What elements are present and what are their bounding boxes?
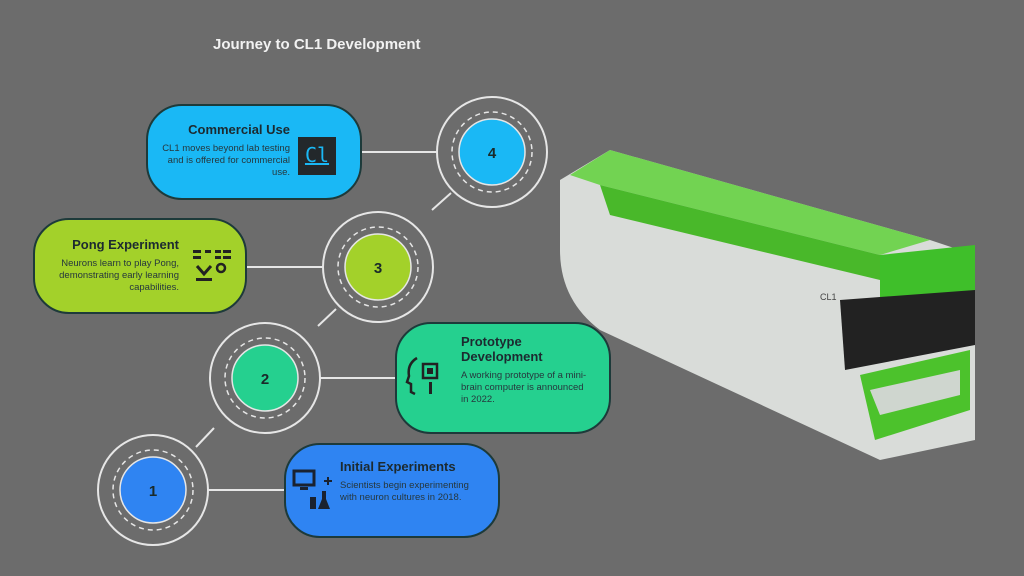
device-slot [870, 370, 960, 415]
step-2-title: Prototype Development [461, 334, 543, 364]
connector-2-3 [317, 308, 337, 327]
dashed-ring-4 [451, 111, 533, 193]
device-front-top [880, 245, 975, 305]
head-chip-icon [405, 356, 439, 396]
outer-ring-3 [322, 211, 434, 323]
dashed-ring-3 [337, 226, 419, 308]
dashed-ring-1 [112, 449, 194, 531]
step-3-title: Pong Experiment [72, 237, 179, 252]
cl-logo-icon: Cl [298, 137, 336, 175]
outer-ring-4 [436, 96, 548, 208]
computer-lab-flask-icon [292, 469, 332, 509]
dashed-ring-2 [224, 337, 306, 419]
outer-ring-1 [97, 434, 209, 546]
step-3-card: Pong Experiment Neurons learn to play Po… [33, 218, 247, 314]
step-3-circle [344, 233, 412, 301]
device-lid [570, 150, 930, 255]
connector-1-2 [195, 427, 215, 448]
step-3-text: Neurons learn to play Pong, demonstratin… [59, 258, 179, 293]
step-4-title: Commercial Use [188, 122, 290, 137]
step-4-circle [458, 118, 526, 186]
step-1-number: 1 [149, 483, 157, 500]
cl1-device-image: CL1 [560, 150, 975, 460]
step-2-circle [231, 344, 299, 412]
outer-ring-2 [209, 322, 321, 434]
pong-game-icon [193, 250, 231, 281]
step-2-card: Prototype Development A working prototyp… [395, 322, 611, 434]
step-2-number: 2 [261, 371, 269, 388]
step-3-number: 3 [374, 260, 382, 277]
device-side-panel [600, 185, 880, 280]
step-4-text: CL1 moves beyond lab testing and is offe… [162, 143, 290, 178]
step-4-number: 4 [488, 145, 497, 162]
step-4-card: Commercial Use CL1 moves beyond lab test… [146, 104, 362, 200]
step-1-title: Initial Experiments [340, 459, 456, 474]
step-2-text: A working prototype of a mini-brain comp… [461, 370, 587, 405]
connector-3-4 [431, 192, 452, 211]
step-1-card: Initial Experiments Scientists begin exp… [284, 443, 500, 538]
step-1-text: Scientists begin experimenting with neur… [340, 480, 469, 503]
device-label: CL1 [820, 292, 837, 302]
device-display [840, 290, 975, 370]
page-title: Journey to CL1 Development [213, 36, 421, 53]
step-1-circle [119, 456, 187, 524]
